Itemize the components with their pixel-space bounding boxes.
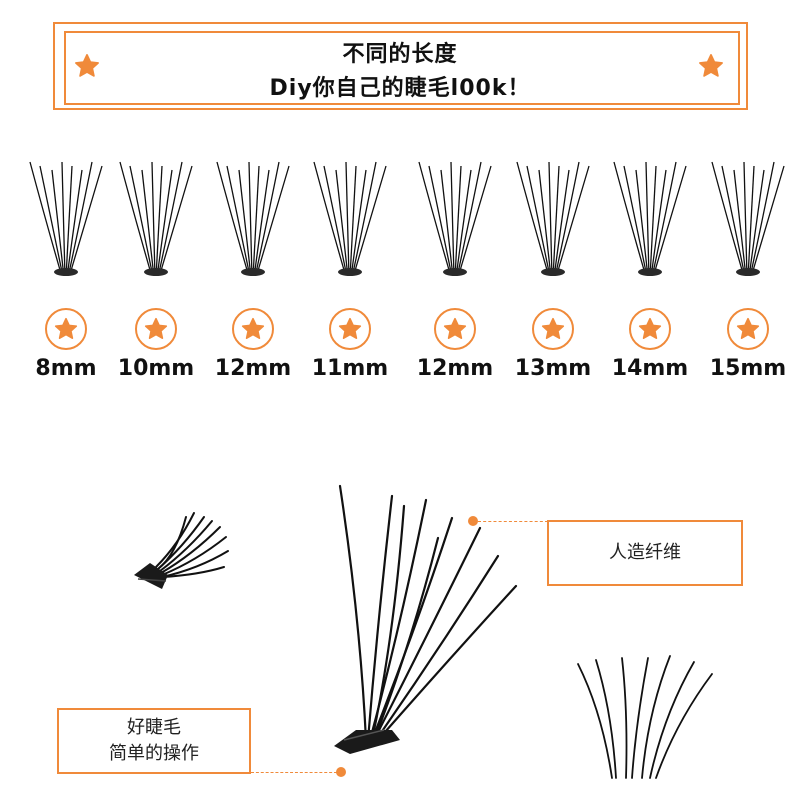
lash-cluster-image bbox=[216, 161, 290, 276]
star-badge bbox=[135, 308, 177, 350]
length-label: 14mm bbox=[611, 356, 689, 381]
star-icon bbox=[699, 54, 723, 77]
lash-fan-image bbox=[577, 655, 713, 779]
lash-cluster-image bbox=[711, 161, 785, 276]
callout-good-lash-line2: 简单的操作 bbox=[109, 743, 199, 764]
length-label: 12mm bbox=[416, 356, 494, 381]
star-icon bbox=[541, 317, 565, 340]
star-icon bbox=[241, 317, 265, 340]
length-label: 12mm bbox=[214, 356, 292, 381]
star-badge bbox=[434, 308, 476, 350]
callout-leader-line bbox=[478, 521, 548, 522]
callout-good-lash-line1: 好睫毛 bbox=[127, 717, 181, 738]
star-badge bbox=[45, 308, 87, 350]
callout-good-lash: 好睫毛 简单的操作 bbox=[57, 708, 251, 774]
length-label: 11mm bbox=[311, 356, 389, 381]
lash-cluster-image bbox=[313, 161, 387, 276]
callout-leader-line bbox=[251, 772, 337, 773]
star-icon bbox=[338, 317, 362, 340]
lash-cluster-image bbox=[516, 161, 590, 276]
length-label: 8mm bbox=[35, 356, 97, 381]
star-badge bbox=[232, 308, 274, 350]
star-icon bbox=[443, 317, 467, 340]
star-badge bbox=[329, 308, 371, 350]
length-label: 15mm bbox=[709, 356, 787, 381]
lash-cluster-image bbox=[613, 161, 687, 276]
star-icon bbox=[638, 317, 662, 340]
star-icon bbox=[736, 317, 760, 340]
star-badge bbox=[727, 308, 769, 350]
header-frame-inner bbox=[64, 31, 740, 105]
star-icon bbox=[144, 317, 168, 340]
small-lash-cluster-image bbox=[134, 512, 229, 589]
lash-cluster-image bbox=[29, 161, 103, 276]
lash-cluster-image bbox=[119, 161, 193, 276]
star-icon bbox=[54, 317, 78, 340]
star-badge bbox=[629, 308, 671, 350]
callout-fiber-text: 人造纤维 bbox=[609, 542, 681, 563]
callout-dot bbox=[468, 516, 478, 526]
star-icon bbox=[75, 54, 99, 77]
callout-dot bbox=[336, 767, 346, 777]
length-label: 10mm bbox=[117, 356, 195, 381]
large-lash-cluster-image bbox=[334, 484, 518, 754]
header-subtitle: Diy你自己的睫毛l00k！ bbox=[269, 76, 531, 101]
length-label: 13mm bbox=[514, 356, 592, 381]
lash-cluster-image bbox=[418, 161, 492, 276]
star-badge bbox=[532, 308, 574, 350]
header-title: 不同的长度 bbox=[342, 42, 458, 67]
callout-fiber: 人造纤维 bbox=[547, 520, 743, 586]
header-frame-outer bbox=[53, 22, 748, 110]
